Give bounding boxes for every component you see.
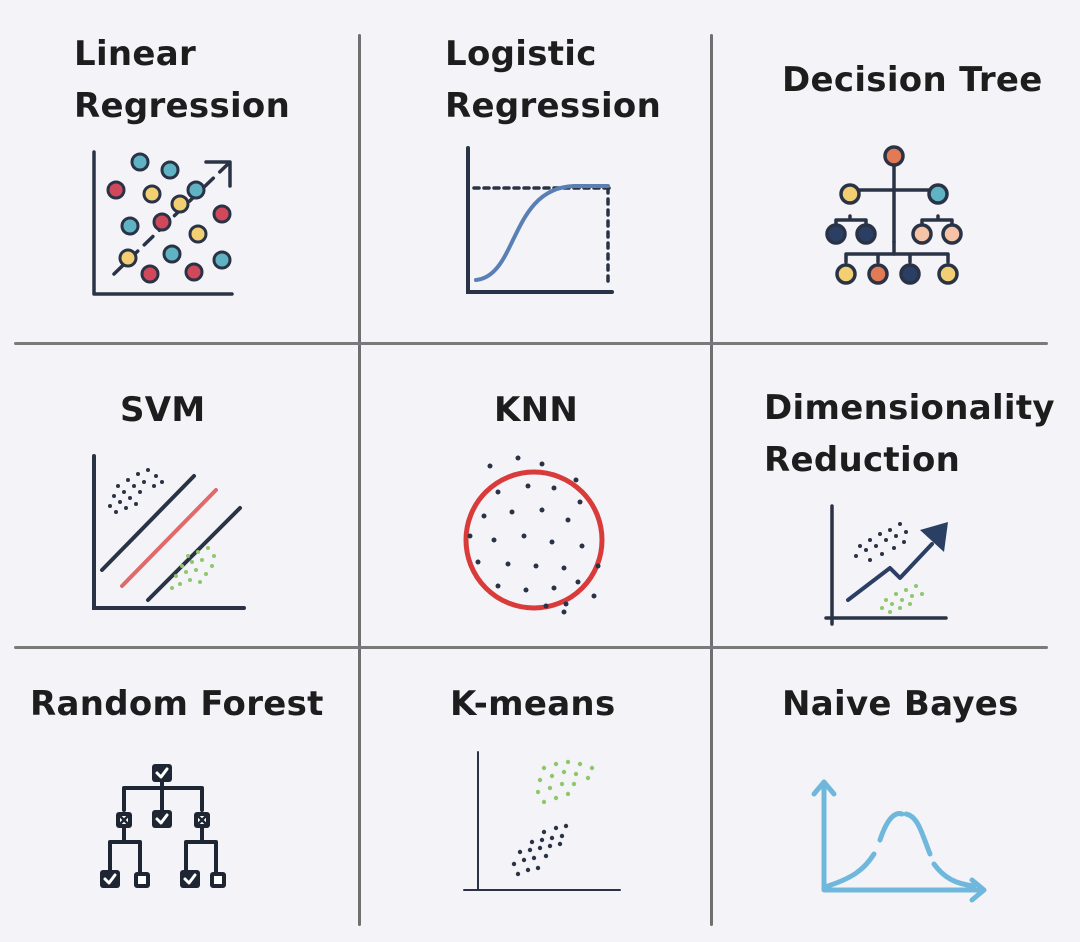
grid-divider-vertical-2	[710, 34, 713, 926]
reduction-chart-icon	[824, 504, 948, 626]
title-line: Decision Tree	[782, 60, 1043, 100]
title-line: Linear	[74, 34, 197, 74]
forest-tree-icon	[100, 764, 226, 888]
svm-title: SVM	[120, 384, 206, 436]
title-line: Random Forest	[30, 684, 324, 724]
title-line: Regression	[74, 86, 291, 126]
tree-diagram-icon	[825, 145, 963, 285]
grid-divider-vertical-1	[358, 34, 361, 926]
sigmoid-curve-icon	[466, 146, 614, 294]
title-line: K-means	[450, 684, 616, 724]
scatter-trend-icon	[92, 150, 234, 296]
title-line: Regression	[445, 86, 662, 126]
neighbor-circle-icon	[463, 455, 605, 615]
logistic-regression-title: Logistic Regression	[445, 28, 661, 132]
title-line: KNN	[494, 390, 579, 430]
clusters-icon	[463, 751, 621, 891]
dimensionality-reduction-title: Dimensionality Reduction	[764, 382, 1055, 486]
title-line: Logistic	[445, 34, 597, 74]
linear-regression-title: Linear Regression	[74, 28, 290, 132]
random-forest-title: Random Forest	[30, 678, 324, 730]
title-line: Dimensionality	[764, 388, 1055, 428]
title-line: Naive Bayes	[782, 684, 1019, 724]
naive-bayes-title: Naive Bayes	[782, 678, 1019, 730]
k-means-title: K-means	[450, 678, 615, 730]
knn-title: KNN	[494, 384, 578, 436]
decision-tree-title: Decision Tree	[782, 54, 1043, 106]
grid-divider-horizontal-1	[14, 342, 1048, 345]
title-line: Reduction	[764, 440, 961, 480]
hyperplane-icon	[92, 454, 246, 610]
distribution-curve-icon	[811, 779, 987, 903]
title-line: SVM	[120, 390, 206, 430]
grid-divider-horizontal-2	[14, 646, 1048, 649]
